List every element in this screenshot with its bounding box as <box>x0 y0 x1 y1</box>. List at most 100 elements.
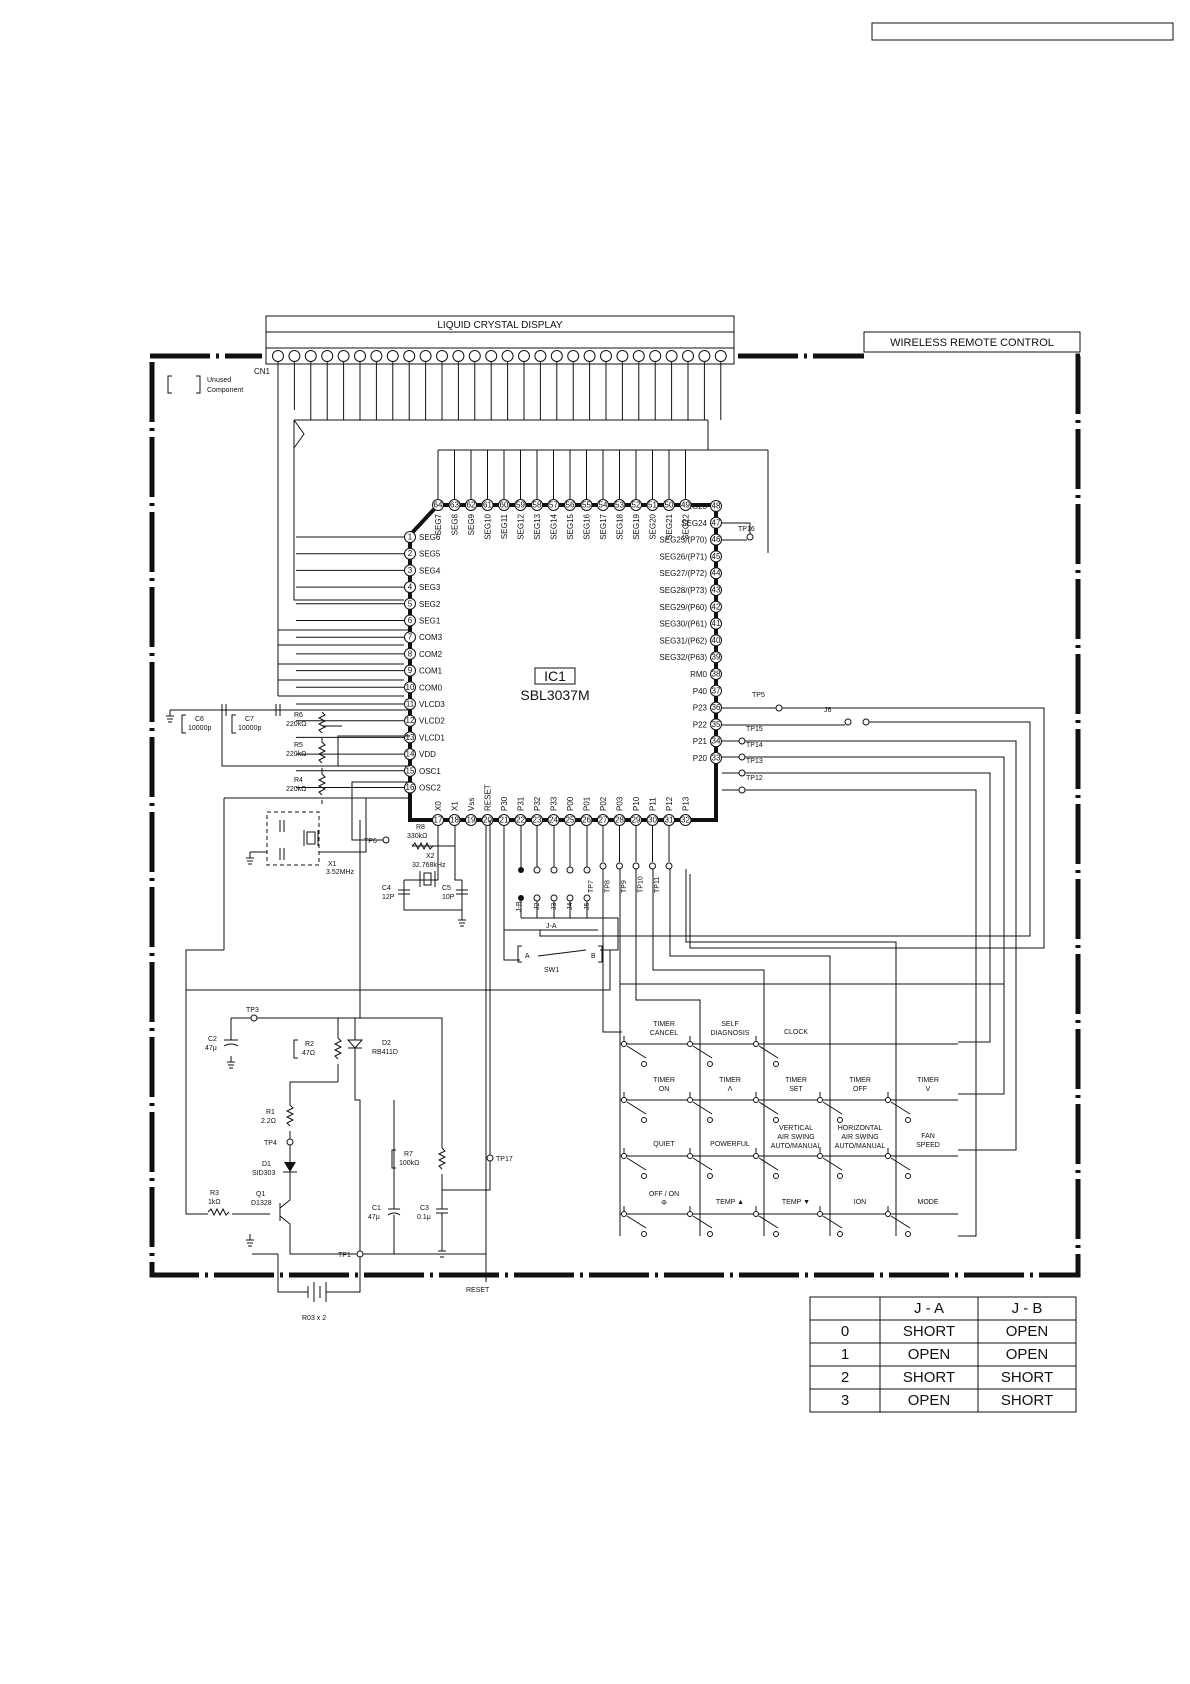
ic-pin-right <box>710 668 722 680</box>
c4-value: 12P <box>382 894 395 901</box>
x1-unused-box <box>266 811 320 866</box>
r1-value: 2.2Ω <box>261 1118 276 1125</box>
cn1-strip <box>265 347 735 365</box>
tp-label: TP11 <box>654 877 661 893</box>
ic-pin-number: 16 <box>406 783 415 792</box>
cn1-pin <box>682 350 694 362</box>
jumper-table-header: J - A <box>914 1300 944 1317</box>
ic-pin-top <box>679 499 692 511</box>
ic-ref-box <box>534 667 576 685</box>
key-switch: OFF / ONΦ <box>621 1191 679 1237</box>
ic-pin-name: SEG8 <box>451 513 460 535</box>
ic-pin-number: 51 <box>648 501 657 510</box>
ic-pin-number: 19 <box>467 816 476 825</box>
x2-value: 32.768kHz <box>412 862 446 869</box>
ic-pin-left <box>404 581 416 594</box>
ic-pin-bottom <box>432 814 444 826</box>
key-label: OFF <box>853 1086 867 1093</box>
key-label: Λ <box>728 1086 733 1093</box>
ic-pin-name: SEG3 <box>419 583 441 592</box>
ic-pin-name: P10 <box>632 796 641 811</box>
ic-pin-name: SEG14 <box>550 513 559 539</box>
r5-ref: R5 <box>294 742 303 749</box>
ic-pin-number: 10 <box>406 683 415 692</box>
ic-pin-top <box>597 499 609 511</box>
ic-pin-right <box>710 533 722 546</box>
board-frame <box>149 353 1081 1278</box>
ic-pin-right <box>710 684 722 697</box>
ic-pin-name: SEG4 <box>419 566 441 575</box>
tp15-label: TP15 <box>746 726 763 733</box>
tp-label: TP8 <box>605 880 612 893</box>
ic-pin-name: VLCD3 <box>419 700 445 709</box>
d2-value: RB411D <box>372 1049 398 1056</box>
ic-pin-bottom <box>531 814 543 826</box>
key-label: AUTO/MANUAL <box>771 1143 822 1150</box>
r7-value: 100kΩ <box>399 1160 419 1167</box>
x1-ref: X1 <box>328 861 337 868</box>
key-label: FAN <box>921 1133 935 1140</box>
ic-pin-number: 22 <box>516 816 525 825</box>
cn1-pin <box>485 350 498 362</box>
ic-pin-number: 4 <box>408 583 413 592</box>
ic-pin-number: 23 <box>533 816 542 825</box>
key-label: DIAGNOSIS <box>711 1030 750 1037</box>
ic-pin-left <box>404 748 416 761</box>
ic-pin-name: SEG31/(P62) <box>659 636 707 645</box>
c5-value: 10P <box>442 894 455 901</box>
ic-pin-number: 24 <box>549 816 558 825</box>
key-switch: QUIET <box>621 1141 675 1179</box>
c1-ref: C1 <box>372 1205 381 1212</box>
j5-label: J5 <box>584 903 591 911</box>
ic-pin-name: SEG9 <box>467 513 476 535</box>
ic-pin-number: 43 <box>712 586 721 595</box>
ic-pin-name: P30 <box>500 796 509 811</box>
ic-pin-number: 44 <box>712 569 721 578</box>
sw1-b: B <box>591 953 596 960</box>
r6-ref: R6 <box>294 712 303 719</box>
legend-text-1: Unused <box>207 377 231 384</box>
ic-pin-name: SEG30/(P61) <box>659 620 707 629</box>
ic-pin-number: 25 <box>566 816 575 825</box>
ic-part: SBL3037M <box>520 687 589 703</box>
cn1-pin <box>370 350 383 362</box>
ic-pin-right <box>710 634 722 647</box>
ic-pin-name: VLCD2 <box>419 717 445 726</box>
ic-pin-number: 56 <box>566 501 575 510</box>
header-box <box>871 22 1174 41</box>
ic-pin-top <box>481 499 494 511</box>
tp6-label: TP6 <box>364 838 377 845</box>
ic-pin-top <box>646 499 659 511</box>
ic-pin-number: 63 <box>450 501 459 510</box>
ic-pin-number: 40 <box>712 636 721 645</box>
ic-pin-top <box>432 499 444 511</box>
ic-pin-number: 42 <box>712 602 721 611</box>
ic-pin-number: 27 <box>599 816 608 825</box>
jumper-table-cell: SHORT <box>903 1369 955 1386</box>
tp4-label: TP4 <box>264 1140 277 1147</box>
tp1-label: TP1 <box>338 1252 351 1259</box>
ic-pin-name: Vss <box>467 798 476 811</box>
j2-label: J2 <box>534 903 541 911</box>
ic-pin-top <box>580 499 593 511</box>
ic-pin-name: SEG10 <box>484 513 493 539</box>
key-switch: POWERFUL <box>687 1141 750 1179</box>
ic-pin-number: 37 <box>712 686 721 695</box>
ic-pin-number: 31 <box>665 816 674 825</box>
ic-pin-name: P11 <box>649 797 658 811</box>
ic-pin-name: COM2 <box>419 650 443 659</box>
ic-pin-bottom <box>679 814 692 826</box>
key-label: QUIET <box>653 1141 675 1148</box>
key-label: VERTICAL <box>779 1125 813 1132</box>
ic-pin-left <box>404 614 416 627</box>
ic-pin-number: 20 <box>483 816 492 825</box>
ic-pin-number: 21 <box>500 816 509 825</box>
ic-pin-name: P12 <box>665 796 674 811</box>
key-label: V <box>926 1086 931 1093</box>
ic-pin-bottom <box>564 814 576 826</box>
ja-label: J-A <box>546 923 557 930</box>
tp13-label: TP13 <box>746 758 763 765</box>
